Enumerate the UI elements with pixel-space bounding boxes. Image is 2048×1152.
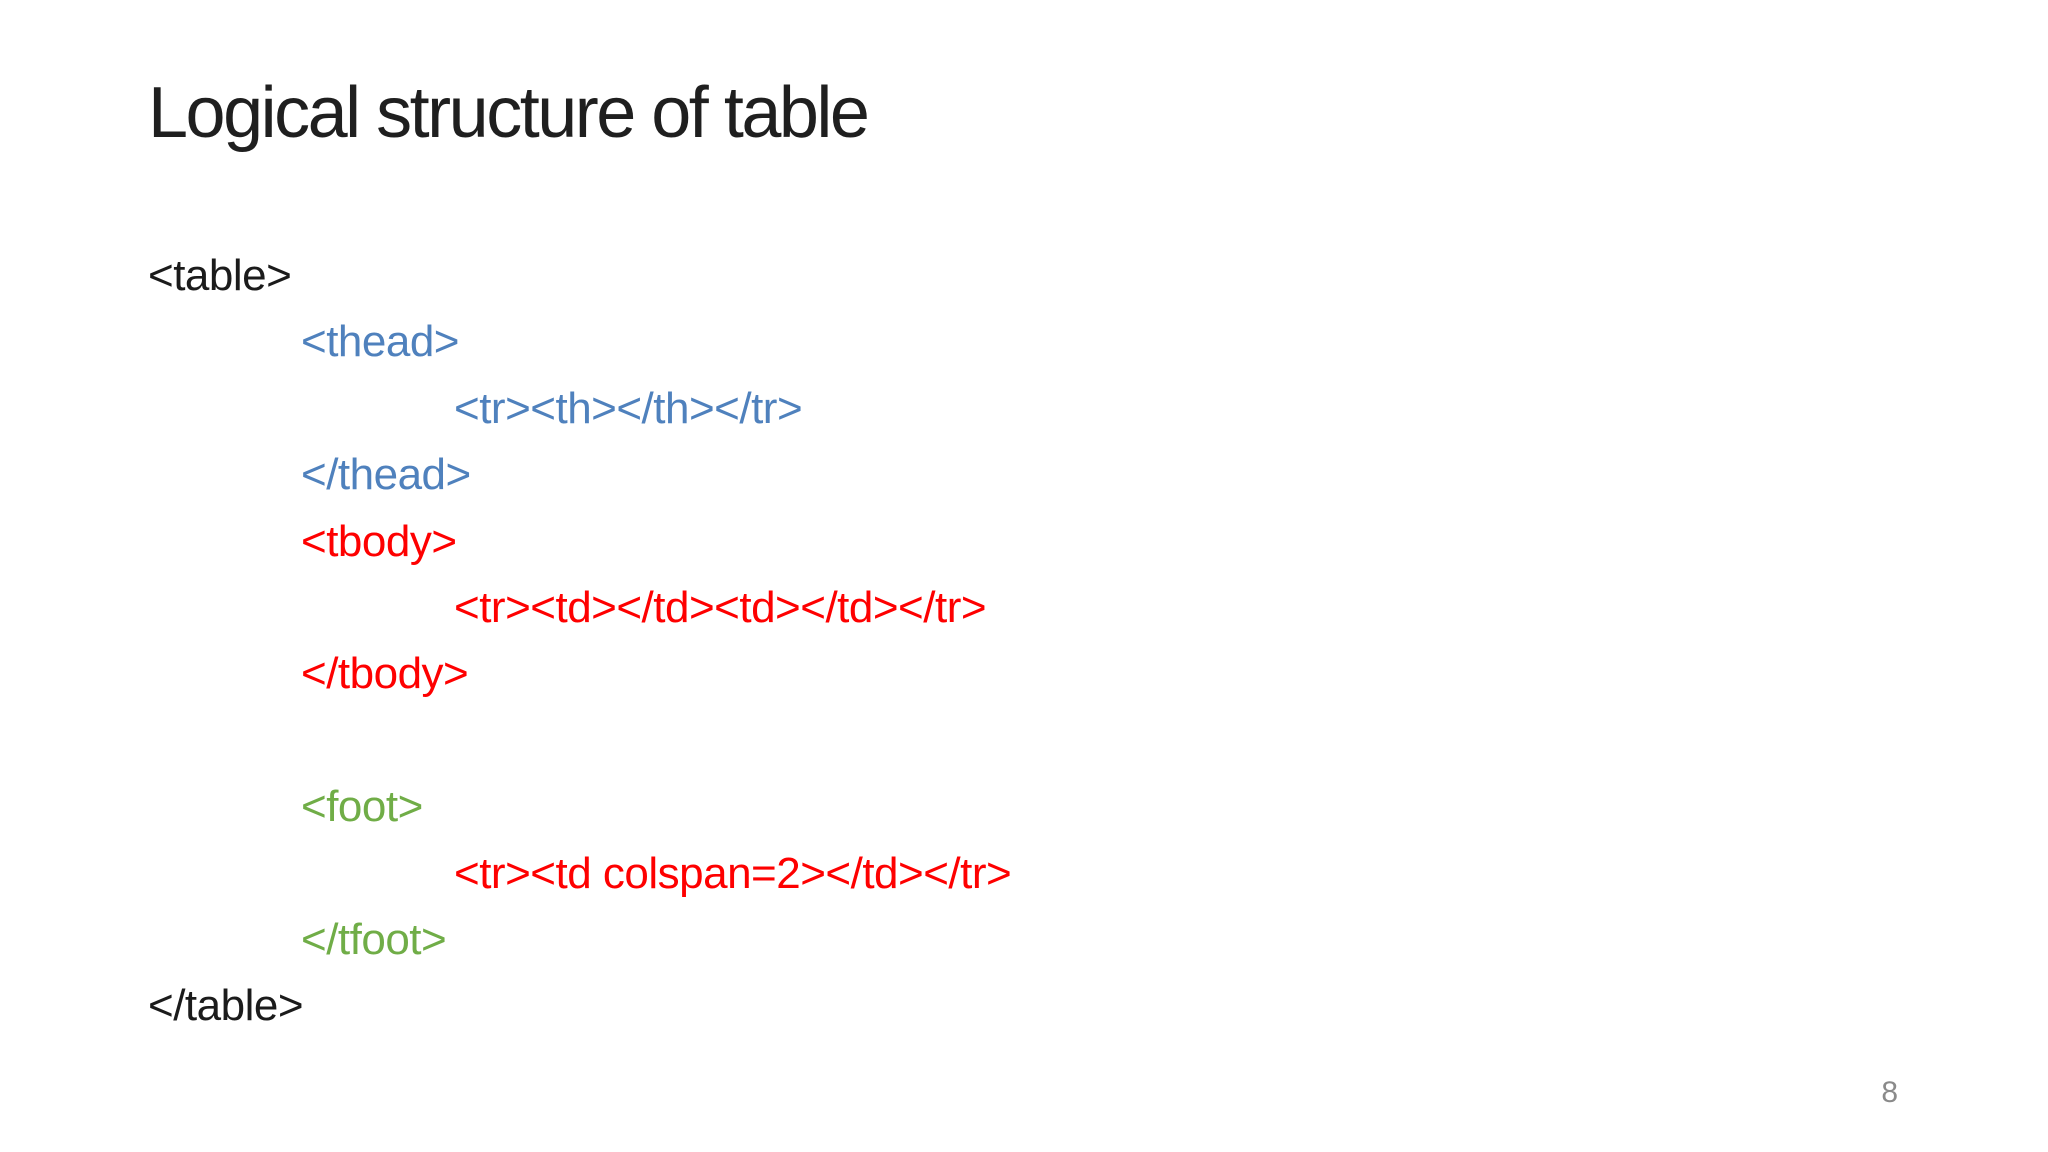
code-line-foot-open: <foot> [301,782,423,832]
code-block: <table> <thead> <tr><th></th></tr> </the… [0,243,2048,1040]
code-line-thead-open: <thead> [301,317,460,367]
page-number: 8 [1881,1076,1898,1109]
code-line-thead-row: <tr><th></th></tr> [454,383,803,433]
code-line-table-close: </table> [148,981,304,1031]
code-line-tfoot-row: <tr><td colspan=2></td></tr> [454,848,1012,898]
code-line-tbody-close: </tbody> [301,649,469,699]
blank-line [0,708,2048,774]
code-line-tbody-open: <tbody> [301,516,457,566]
slide-title: Logical structure of table [148,73,870,153]
code-line-thead-close: </thead> [301,450,471,500]
code-line-tfoot-close: </tfoot> [301,914,447,964]
code-line-tbody-row: <tr><td></td><td></td></tr> [454,582,987,632]
code-line-table-open: <table> [148,251,292,300]
